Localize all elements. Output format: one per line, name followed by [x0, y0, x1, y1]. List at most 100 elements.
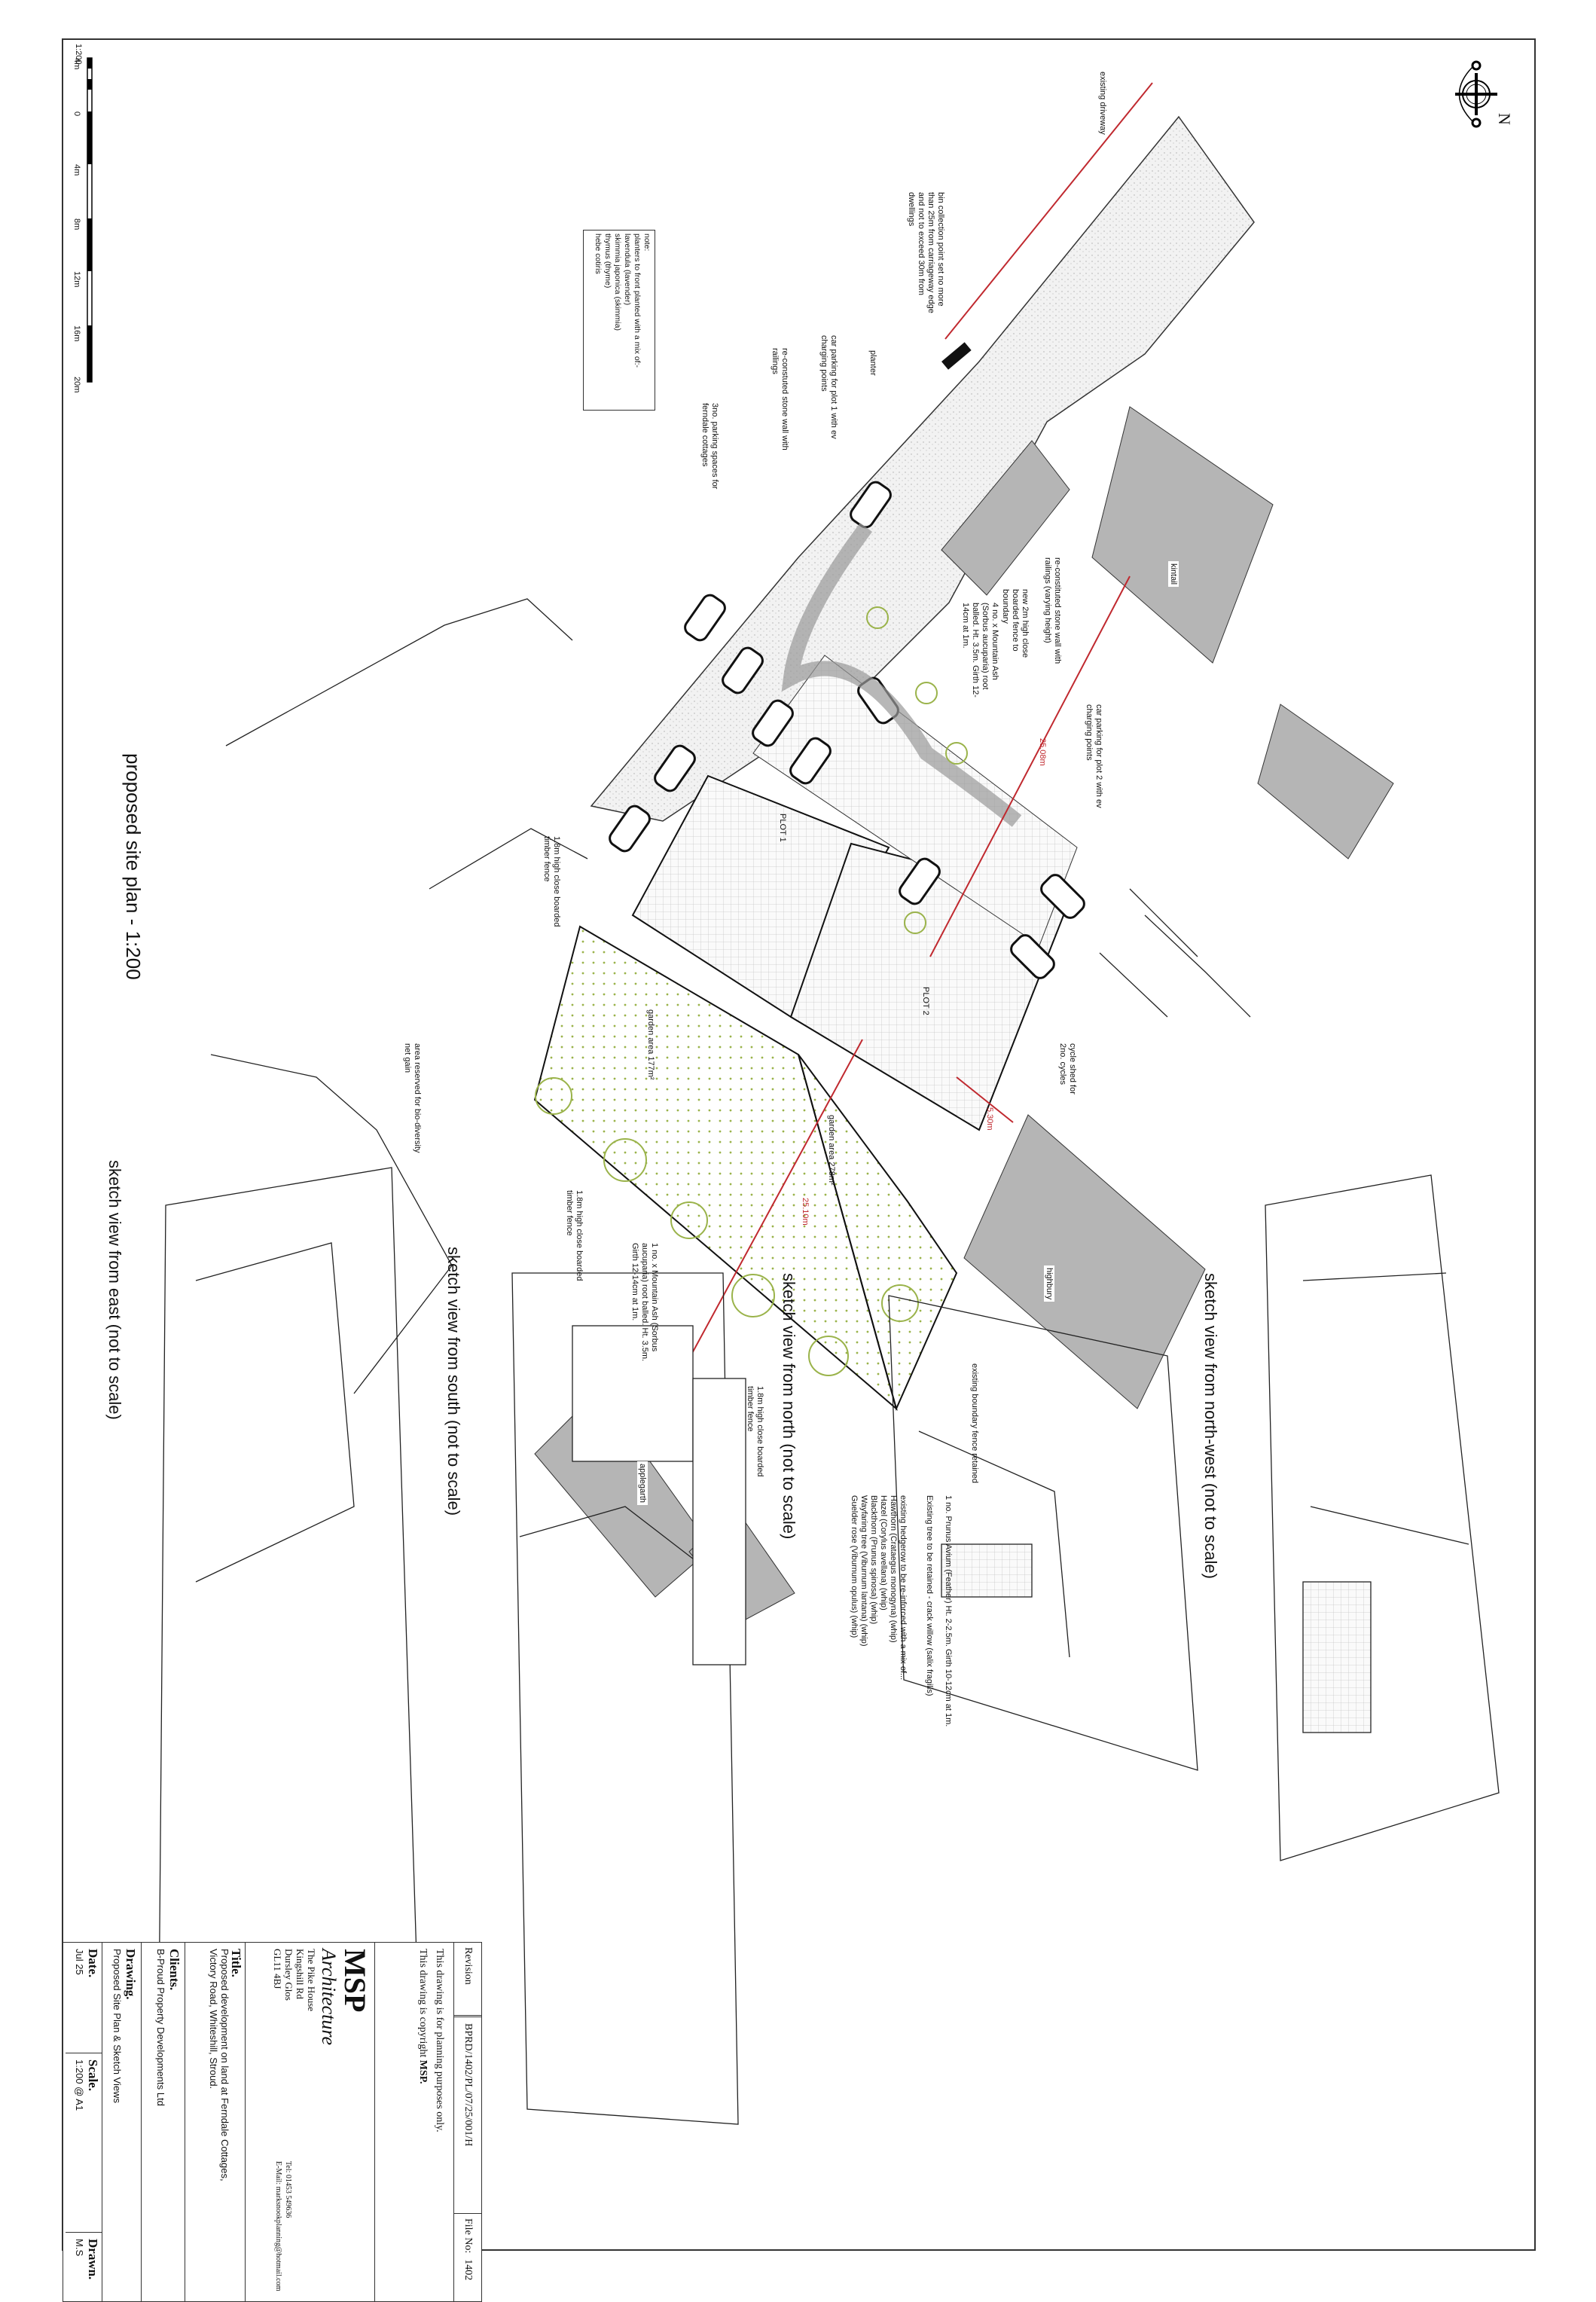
annotation-cycle-shed: cycle shed for 2no. cycles	[1058, 1043, 1077, 1095]
hedgerow-item: Hawthorn (Crataegus monogyna) (whip)	[889, 1495, 898, 1643]
address-line: Kingshill Rd	[294, 1949, 306, 1999]
scale-bar	[87, 57, 93, 383]
title-section: Title. Proposed development on land at F…	[185, 1943, 245, 2301]
firm-logo-sub: Architecture	[318, 1949, 340, 2046]
firm-email: E-Mail: marksnookplanning@hotmail.com	[274, 2161, 282, 2291]
hedgerow-item: Hazel (Corylus avellana) (whip)	[879, 1495, 888, 1610]
file-no-value: 1402	[462, 2259, 474, 2281]
legal-notes: This drawing is for planning purposes on…	[374, 1943, 453, 2301]
drawn-label: Drawn.	[86, 2239, 100, 2280]
scale-tick: 4m	[72, 58, 81, 70]
scale-tick: 12m	[72, 271, 81, 288]
scale-tick: 0	[72, 111, 81, 117]
north-label: N	[1495, 113, 1514, 125]
planting-note: note: planters to front planted with a m…	[583, 230, 655, 411]
clients-value: B-Proud Property Developments Ltd	[155, 1949, 166, 2106]
scale-tick: 8m	[72, 218, 81, 231]
garden-area-plot-1: garden area 177m²	[646, 1009, 655, 1080]
file-no: File No: 1402	[462, 2214, 474, 2301]
drawn-cell: Drawn. M.S	[66, 2233, 102, 2301]
title-value-line2: Victory Road, Whiteshill, Stroud.	[208, 1949, 219, 2090]
scale-tick: 20m	[72, 377, 81, 393]
sketch-north	[888, 1295, 1198, 1771]
annotation-prunus: 1 no. Prunus Avium (Feather) Ht. 2-2.5m.…	[944, 1495, 953, 1727]
annotation-existing-driveway: existing driveway	[1098, 72, 1107, 135]
hedgerow-item: Blackthorn (Prunus spinosa) (whip)	[869, 1495, 878, 1625]
annotation-fence-plot1: 1.8m high close boarded timber fence	[542, 836, 561, 927]
annotation-fence-garden-left: 1.8m high close boarded timber fence	[565, 1190, 584, 1281]
revision-value: BPRD/1402/PL/07/25/001/H	[454, 2017, 481, 2214]
dimension-25-08: 25.08m	[1038, 738, 1047, 766]
sketch-label-north: sketch view from north (not to scale)	[780, 1273, 798, 1540]
annotation-parking-ferndale: 3no. parking spaces for ferndale cottage…	[700, 403, 719, 490]
copyright-note: This drawing is copyright MSP.	[417, 1949, 429, 2084]
scale-label: Scale.	[86, 2059, 100, 2092]
neighbour-applegarth: applegarth	[637, 1461, 648, 1505]
annotation-bin-collection: bin collection point set no more than 25…	[907, 192, 945, 313]
north-arrow-icon	[1455, 60, 1497, 128]
turning-tracks	[781, 523, 1022, 827]
hedgerow-item: Wayfaring tree (Viburnum lantana) (whip)	[859, 1495, 868, 1647]
annotation-car-parking-plot2: car parking for plot 2 with ev charging …	[1085, 704, 1103, 808]
annotation-mountain-ash-1: 1 no. x Mountain Ash (Sorbus aucuparia) …	[630, 1243, 659, 1362]
drawn-value: M.S	[74, 2239, 85, 2257]
title-block: Revision BPRD/1402/PL/07/25/001/H File N…	[63, 1942, 482, 2302]
scale-tick: 16m	[72, 325, 81, 342]
revision-label: Revision	[454, 1943, 481, 2017]
address-line: The Pike House	[306, 1949, 317, 2012]
dimension-25-10: 25.10m	[801, 1198, 810, 1226]
dimension-5-30: 5.30m	[985, 1107, 994, 1131]
annotation-fence-garden-mid: 1.8m high close boarded timber fence	[746, 1386, 764, 1477]
garden-area-plot-2: garden area 278m²	[827, 1115, 836, 1186]
scale-cell: Scale. 1:200 @ A1	[66, 2053, 102, 2233]
hedgerow-heading: existing hedgerow to be re-inforced with…	[899, 1495, 908, 1681]
neighbour-highbury: highbury	[1044, 1265, 1054, 1302]
drawing-value: Proposed Site Plan & Sketch Views	[111, 1949, 123, 2103]
date-value: Jul 25	[74, 1949, 85, 1975]
date-label: Date.	[86, 1949, 100, 1978]
annotation-car-parking-plot1: car parking for plot 1 with ev charging …	[819, 335, 838, 439]
sketch-label-north-west: sketch view from north-west (not to scal…	[1201, 1273, 1220, 1579]
hedgerow-list: existing hedgerow to be re-inforced with…	[849, 1495, 908, 1680]
sheet-border	[62, 38, 1536, 2251]
date-cell: Date. Jul 25	[66, 1943, 102, 2053]
scale-value: 1:200 @ A1	[74, 2059, 85, 2111]
site-plan-title: proposed site plan - 1:200	[122, 753, 145, 980]
annotation-bio-diversity: area reserved for bio-diversity net gain	[403, 1043, 422, 1153]
file-no-label: File No:	[462, 2218, 474, 2254]
title-value-line1: Proposed development on land at Ferndale…	[219, 1949, 230, 2181]
annotation-mountain-ash-4: 4 no. x Mountain Ash (Sorbus aucuparia) …	[961, 603, 999, 698]
scale-tick: 4m	[72, 164, 81, 176]
note-line: planters to front planted with a mix of:…	[633, 234, 642, 368]
clients-section: Clients. B-Proud Property Developments L…	[141, 1943, 185, 2301]
clients-label: Clients.	[167, 1949, 182, 1991]
note-line: thymus (thyme)	[603, 234, 612, 289]
sketch-north-west	[1265, 1174, 1500, 1861]
drawing-label: Drawing.	[124, 1949, 138, 2000]
building-highbury	[963, 1114, 1206, 1409]
cars	[609, 481, 1085, 979]
annotation-new-fence: new 2m high close boarded fence to bound…	[1001, 589, 1030, 658]
meta-row: Date. Jul 25 Scale. 1:200 @ A1 Drawn. M.…	[66, 1943, 102, 2301]
hedgerow-item: Guelder rose (Viburnum opulus) (whip)	[850, 1495, 859, 1638]
neighbour-kintail: kintail	[1168, 561, 1179, 588]
firm-contact: Tel: 01453 549636 E-Mail: marksnookplann…	[273, 2161, 293, 2291]
hedgerow-trees	[535, 606, 968, 1376]
note-line: skimmia japonica (skimmia)	[613, 234, 622, 331]
note-line: lavendula (lavender)	[623, 234, 632, 306]
firm-logo-name: MSP	[338, 1949, 372, 2013]
sketch-south	[511, 1272, 746, 2125]
copyright-holder: MSP.	[417, 2059, 429, 2084]
firm-details: MSP Architecture The Pike House Kingshil…	[245, 1943, 374, 2301]
title-label: Title.	[229, 1949, 243, 1977]
annotation-stone-wall-left: re-constuted stone wall with railings	[771, 348, 789, 450]
plot-2-label: PLOT 2	[921, 987, 930, 1015]
planning-note: This drawing is for planning purposes on…	[434, 1949, 445, 2133]
note-heading: note:	[642, 234, 652, 252]
context-outlines	[210, 598, 1251, 1394]
firm-tel: Tel: 01453 549636	[284, 2161, 292, 2218]
plot-1-label: PLOT 1	[778, 814, 787, 842]
sketch-label-south: sketch view from south (not to scale)	[444, 1247, 463, 1516]
garden-plot-2	[798, 1054, 958, 1411]
